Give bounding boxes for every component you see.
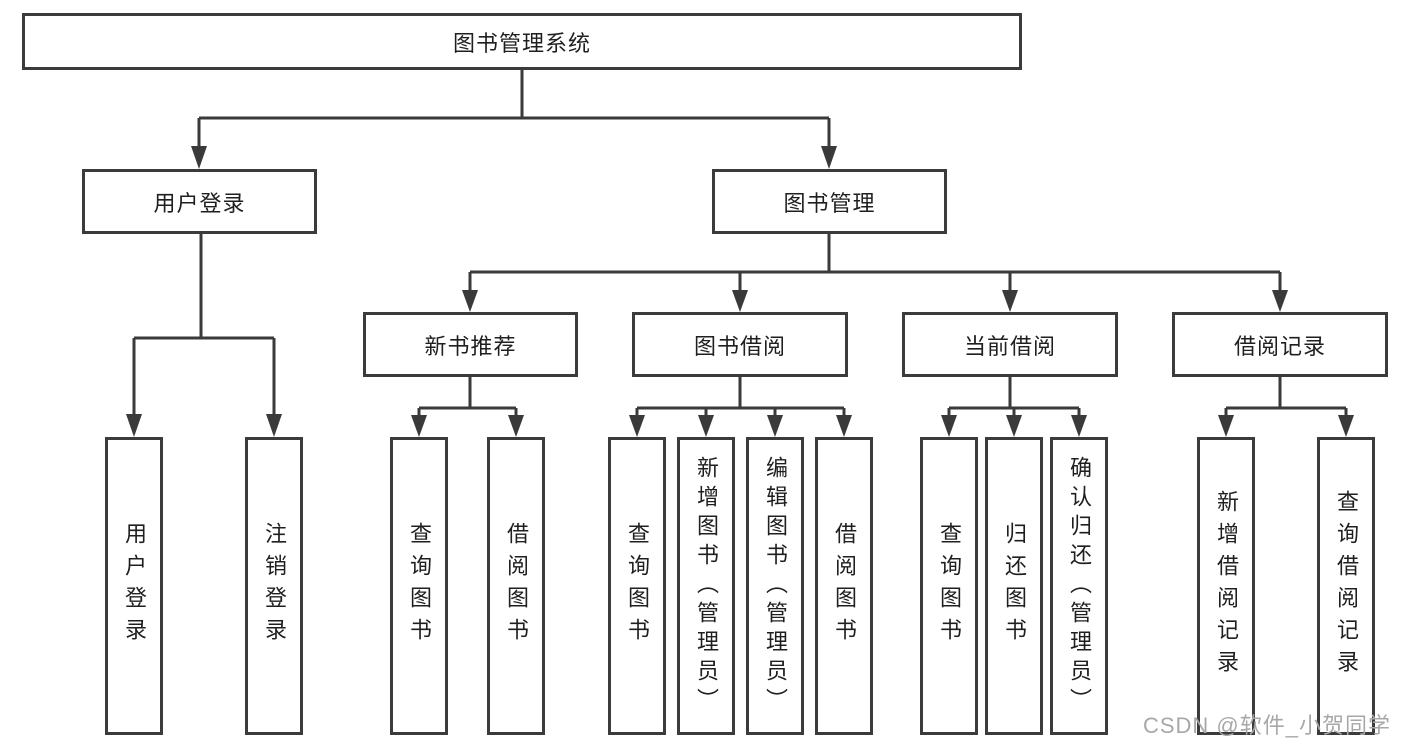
node-current-borrowing: 当前借阅 [902,312,1118,377]
leaf-label: 注销登录 [262,522,287,650]
leaf-edit-book-admin: 编辑图书（管理员） [746,437,804,735]
leaf-label: 用户登录 [122,522,147,650]
csdn-watermark: CSDN @软件_小贺同学 [1142,713,1391,738]
leaf-query-books-borrowing: 查询图书 [608,437,666,735]
node-label: 图书借阅 [693,333,786,359]
leaf-add-borrow-record: 新增借阅记录 [1197,437,1255,735]
leaf-confirm-return-admin: 确认归还（管理员） [1050,437,1108,735]
leaf-label: 查询图书 [625,522,650,650]
node-book-management: 图书管理 [712,169,947,234]
node-library-management-system: 图书管理系统 [22,13,1022,70]
leaf-label: 编辑图书（管理员） [763,455,788,717]
leaf-label: 借阅图书 [832,522,857,650]
leaf-label: 确认归还（管理员） [1067,455,1092,717]
leaf-label: 查询图书 [407,522,432,650]
leaf-return-book: 归还图书 [985,437,1043,735]
node-book-borrowing: 图书借阅 [632,312,848,377]
leaf-add-book-admin: 新增图书（管理员） [677,437,735,735]
node-label: 图书管理 [783,190,876,216]
node-label: 图书管理系统 [452,30,591,56]
leaf-label: 归还图书 [1002,522,1027,650]
leaf-label: 查询图书 [937,522,962,650]
leaf-query-books-current: 查询图书 [920,437,978,735]
leaf-label: 借阅图书 [504,522,529,650]
leaf-label: 新增借阅记录 [1214,490,1239,682]
node-new-book-recommend: 新书推荐 [363,312,578,377]
node-borrowing-records: 借阅记录 [1172,312,1388,377]
node-label: 用户登录 [153,190,246,216]
leaf-borrow-books-borrowing: 借阅图书 [815,437,873,735]
node-label: 当前借阅 [963,333,1056,359]
leaf-borrow-books-recommend: 借阅图书 [487,437,545,735]
leaf-user-login: 用户登录 [105,437,163,735]
leaf-label: 新增图书（管理员） [694,455,719,717]
node-user-login: 用户登录 [82,169,317,234]
leaf-query-borrow-record: 查询借阅记录 [1317,437,1375,735]
node-label: 借阅记录 [1233,333,1326,359]
node-label: 新书推荐 [424,333,517,359]
leaf-logout: 注销登录 [245,437,303,735]
leaf-query-books-recommend: 查询图书 [390,437,448,735]
leaf-label: 查询借阅记录 [1334,490,1359,682]
